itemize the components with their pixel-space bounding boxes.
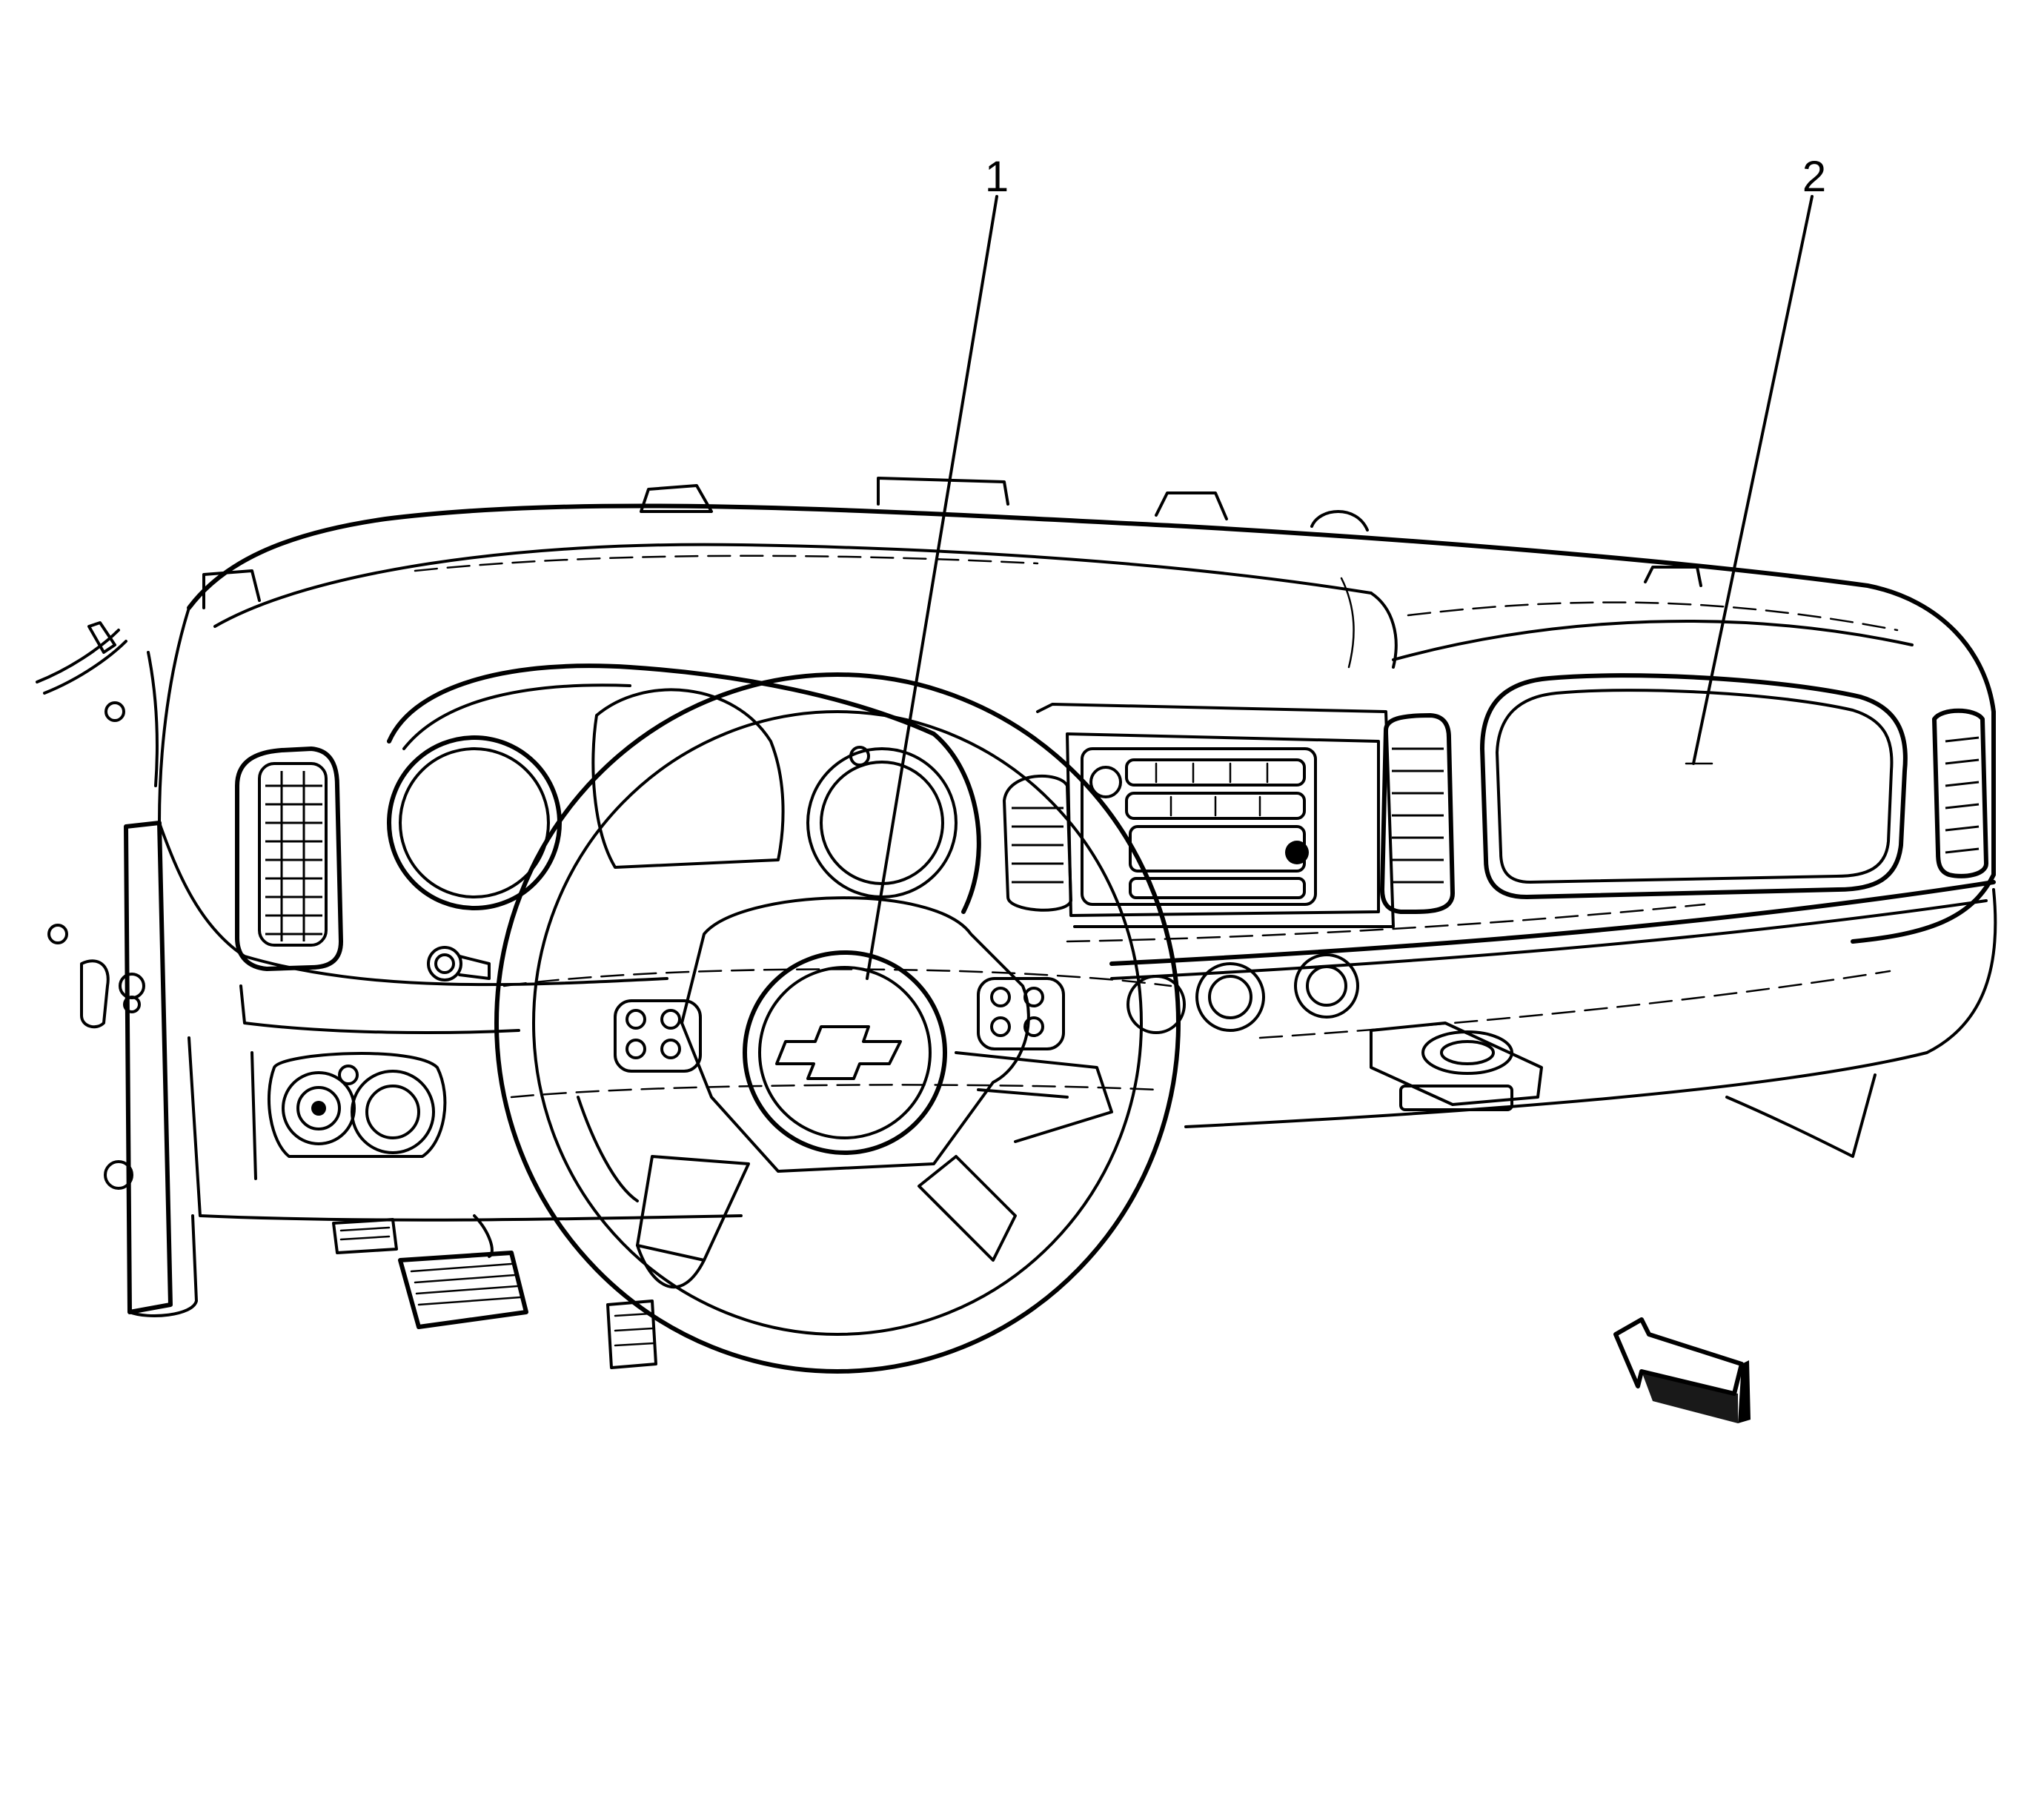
right-center-air-vent	[1380, 713, 1455, 914]
right-end-air-vent	[1932, 708, 1988, 878]
steering-column	[577, 1051, 1113, 1202]
callout-number-2: 2	[1802, 153, 1826, 201]
lower-right-dash	[1109, 880, 1997, 1158]
passenger-airbag-module	[1480, 673, 1908, 899]
left-side-panel	[36, 606, 198, 1317]
center-stack	[1003, 703, 1706, 943]
upper-dash-pad	[187, 503, 1996, 944]
view-direction-arrow	[1613, 1317, 1751, 1423]
lower-left-trim-panel	[158, 821, 743, 1254]
leader-line-2	[1692, 195, 1814, 765]
left-air-vent	[235, 746, 343, 971]
steering-wheel	[494, 672, 1181, 1374]
dash-retainer-clips	[202, 477, 1702, 609]
callout-leaders	[866, 195, 1814, 980]
leader-line-1	[866, 195, 998, 980]
pedals	[398, 1214, 657, 1369]
callout-number-1: 1	[985, 153, 1009, 201]
